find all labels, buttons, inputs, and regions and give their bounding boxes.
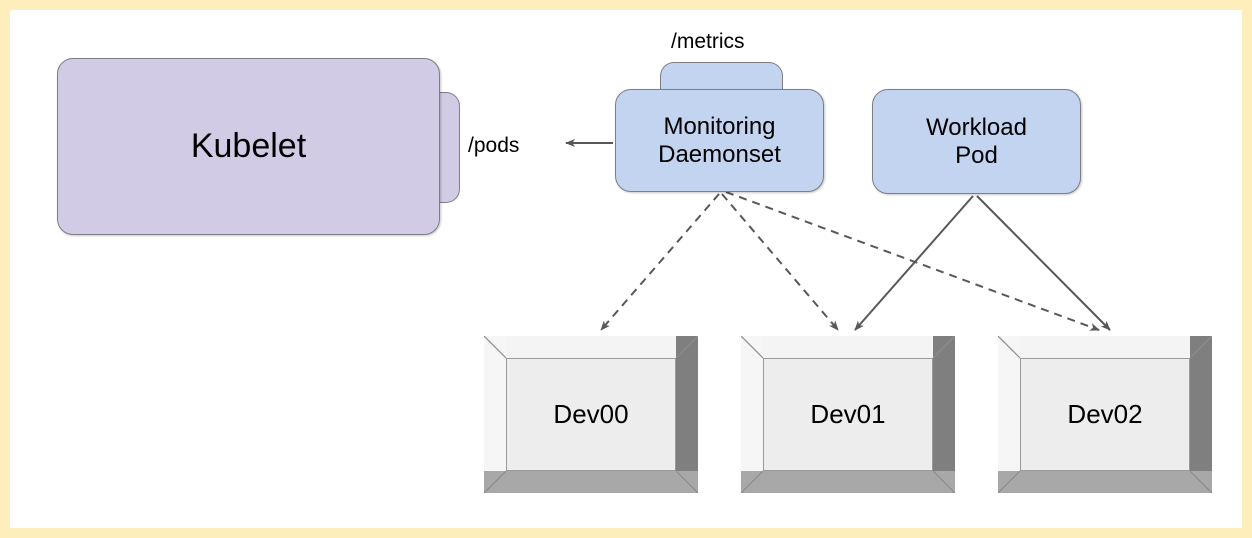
device-bevel-bottom	[998, 471, 1212, 493]
device-bevel-top	[998, 336, 1212, 358]
device-bevel-bottom	[484, 471, 698, 493]
metrics-endpoint-label: /metrics	[671, 30, 745, 53]
kubelet-label: Kubelet	[190, 126, 307, 165]
monitoring-daemonset-label-line2: Daemonset	[658, 140, 781, 168]
device-face: Dev01	[763, 358, 933, 471]
connector-workload-to-dev01	[854, 195, 974, 331]
device-face: Dev02	[1020, 358, 1190, 471]
pods-endpoint-label: /pods	[468, 134, 520, 157]
device-label: Dev01	[810, 399, 886, 429]
device-bevel-right	[676, 336, 698, 493]
device-node-dev01[interactable]: Dev01	[741, 336, 955, 493]
device-bevel-top	[484, 336, 698, 358]
connector-daemonset-to-dev00	[600, 193, 720, 331]
device-bevel-right	[933, 336, 955, 493]
workload-pod-label-line1: Workload	[926, 113, 1027, 141]
device-node-dev00[interactable]: Dev00	[484, 336, 698, 493]
device-label: Dev00	[553, 399, 629, 429]
workload-pod-node[interactable]: Workload Pod	[872, 89, 1081, 194]
device-bevel-left	[741, 336, 763, 493]
connector-daemonset-to-dev01	[721, 193, 839, 331]
device-bevel-right	[1190, 336, 1212, 493]
device-bevel-left	[998, 336, 1020, 493]
device-node-dev02[interactable]: Dev02	[998, 336, 1212, 493]
connector-workload-to-dev02	[976, 195, 1111, 331]
workload-pod-label-line2: Pod	[955, 141, 998, 169]
device-label: Dev02	[1067, 399, 1143, 429]
monitoring-daemonset-label-line1: Monitoring	[663, 112, 776, 140]
kubelet-node[interactable]: Kubelet	[57, 58, 440, 235]
device-bevel-bottom	[741, 471, 955, 493]
monitoring-daemonset-node[interactable]: Monitoring Daemonset	[615, 89, 824, 192]
device-face: Dev00	[506, 358, 676, 471]
connector-daemonset-to-dev02	[725, 191, 1100, 331]
device-bevel-top	[741, 336, 955, 358]
device-bevel-left	[484, 336, 506, 493]
